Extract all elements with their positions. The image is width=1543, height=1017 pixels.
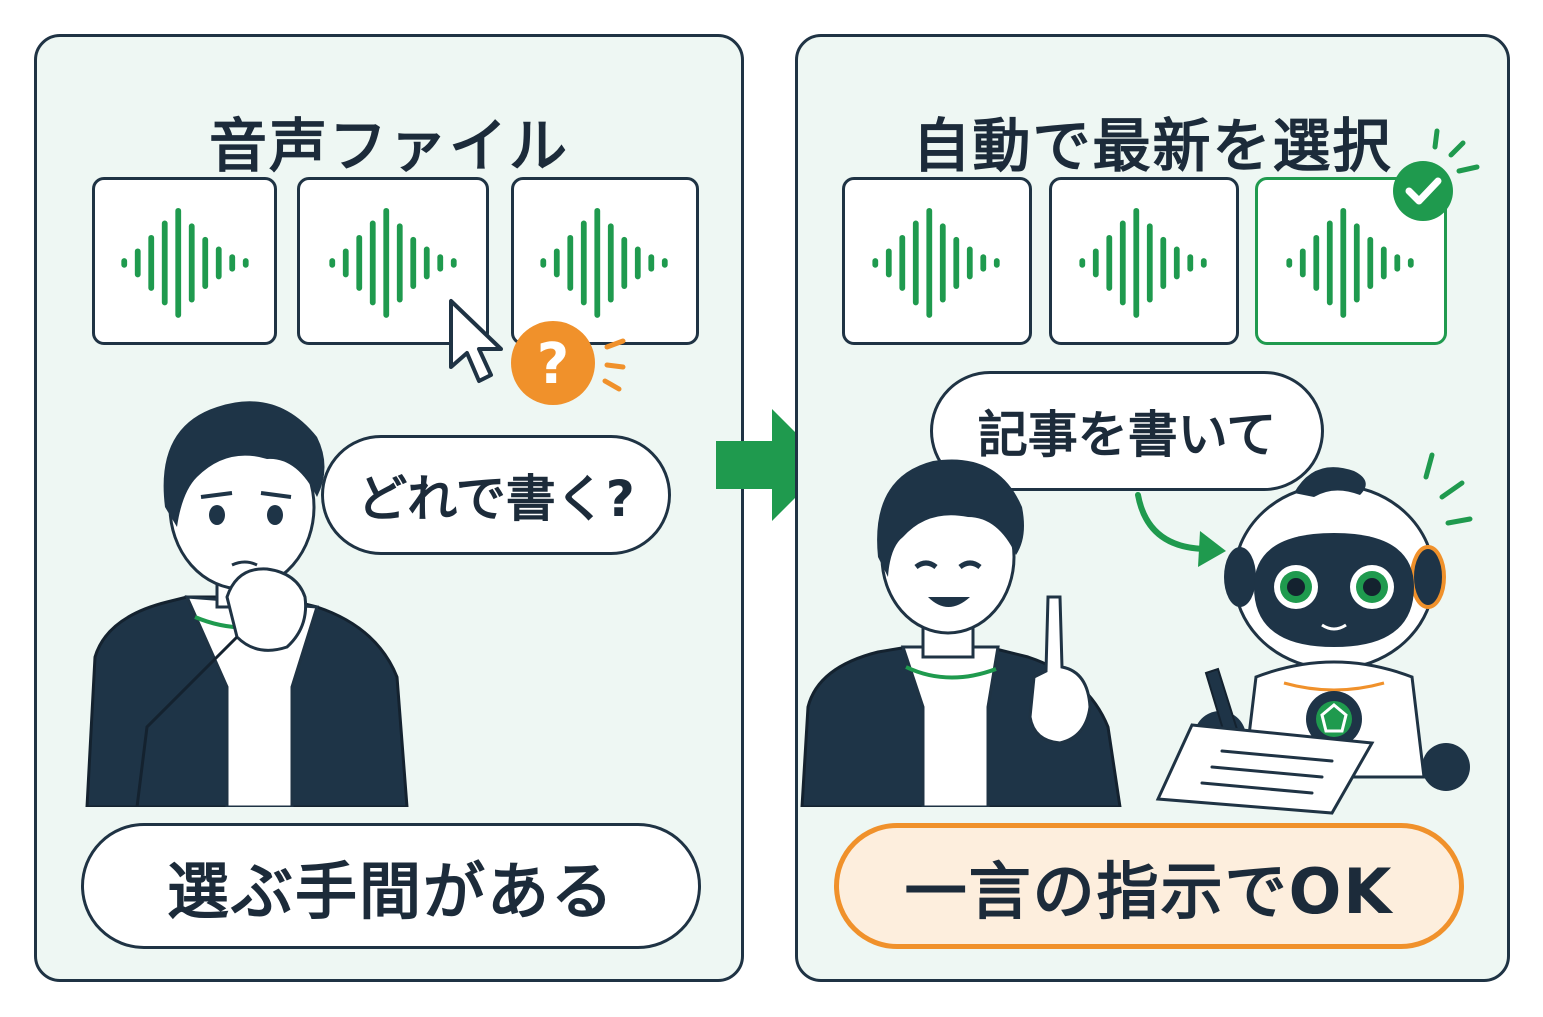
check-icon: [1393, 128, 1480, 221]
before-caption: 選ぶ手間がある: [81, 823, 701, 949]
curved-arrow-icon: [1135, 492, 1226, 567]
speech-bubble: 記事を書いて: [930, 371, 1324, 491]
cursor-icon: [449, 299, 503, 383]
audio-file-card[interactable]: [842, 177, 1032, 345]
audio-file-card[interactable]: [1049, 177, 1239, 345]
before-title: 音声ファイル: [208, 112, 569, 180]
question-icon: ?: [511, 321, 626, 405]
audio-file-card[interactable]: [511, 177, 699, 345]
before-panel: 音声ファイル: [34, 34, 744, 982]
smiling-man-illustration: [800, 459, 1122, 807]
waveform-icon: [121, 207, 249, 318]
waveform-icon: [540, 207, 668, 318]
waveform-icon: [1079, 207, 1207, 318]
waveform-icon: [1286, 207, 1414, 318]
speech-bubble: どれで書く?: [321, 435, 671, 555]
waveform-icon: [872, 207, 1000, 318]
robot-icon: [1194, 452, 1473, 791]
thinking-man-illustration: [85, 401, 409, 807]
audio-file-card[interactable]: [92, 177, 277, 345]
waveform-icon: [329, 207, 457, 318]
document-icon: [1155, 723, 1375, 815]
after-caption: 一言の指示でOK: [834, 823, 1464, 949]
svg-text:?: ?: [537, 332, 569, 397]
after-panel: 自動で最新を選択: [795, 34, 1510, 982]
after-title: 自動で最新を選択: [912, 112, 1393, 180]
